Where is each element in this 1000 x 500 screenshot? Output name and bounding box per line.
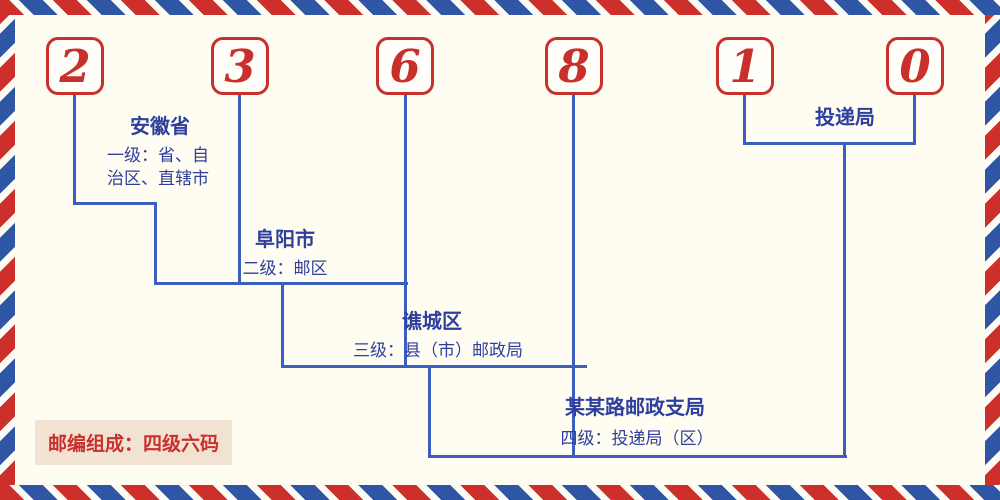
postal-digit-box-3: 6: [376, 37, 434, 95]
line-v-digit-2: [238, 95, 241, 285]
postal-digit-4: 8: [558, 39, 590, 93]
line-v-level1-to-level2: [154, 202, 157, 285]
level3-desc: 三级：县（市）邮政局: [353, 341, 523, 360]
postal-digit-2: 3: [224, 39, 256, 93]
line-h-delivery-bracket: [743, 142, 916, 145]
airmail-border-bottom: [0, 485, 1000, 500]
line-h-level4: [428, 455, 847, 458]
level3-name: 谯城区: [402, 311, 462, 333]
line-v-digit-3: [404, 95, 407, 368]
level2-desc: 二级：邮区: [242, 259, 328, 278]
level4-name: 某某路邮政支局: [565, 397, 705, 419]
line-v-digit-1: [73, 95, 76, 205]
postal-digit-box-4: 8: [545, 37, 603, 95]
airmail-border-left: [0, 0, 15, 500]
line-v-level2-to-level3: [281, 282, 284, 368]
level2-name: 阜阳市: [255, 229, 315, 251]
level1-desc: 一级：省、自治区、直辖市: [107, 146, 209, 188]
postal-digit-1: 2: [59, 39, 91, 93]
delivery-office-label: 投递局: [815, 107, 875, 129]
postal-digit-3: 6: [389, 39, 421, 93]
line-v-delivery-to-level4: [843, 142, 846, 458]
postal-digit-box-1: 2: [46, 37, 104, 95]
line-v-digit-6: [913, 95, 916, 145]
postal-digit-5: 1: [729, 39, 761, 93]
line-v-digit-4: [572, 95, 575, 458]
postal-digit-box-6: 0: [886, 37, 944, 95]
line-v-digit-5: [743, 95, 746, 145]
level1-name: 安徽省: [130, 116, 190, 138]
postal-digit-6: 0: [899, 39, 931, 93]
line-v-level3-to-level4: [428, 365, 431, 458]
airmail-border-right: [985, 0, 1000, 500]
level4-desc: 四级：投递局（区）: [560, 429, 714, 448]
line-h-level1: [73, 202, 157, 205]
airmail-border-top: [0, 0, 1000, 15]
line-h-level3: [281, 365, 587, 368]
composition-badge: 邮编组成：四级六码: [35, 420, 233, 465]
postal-digit-box-2: 3: [211, 37, 269, 95]
postal-digit-box-5: 1: [716, 37, 774, 95]
